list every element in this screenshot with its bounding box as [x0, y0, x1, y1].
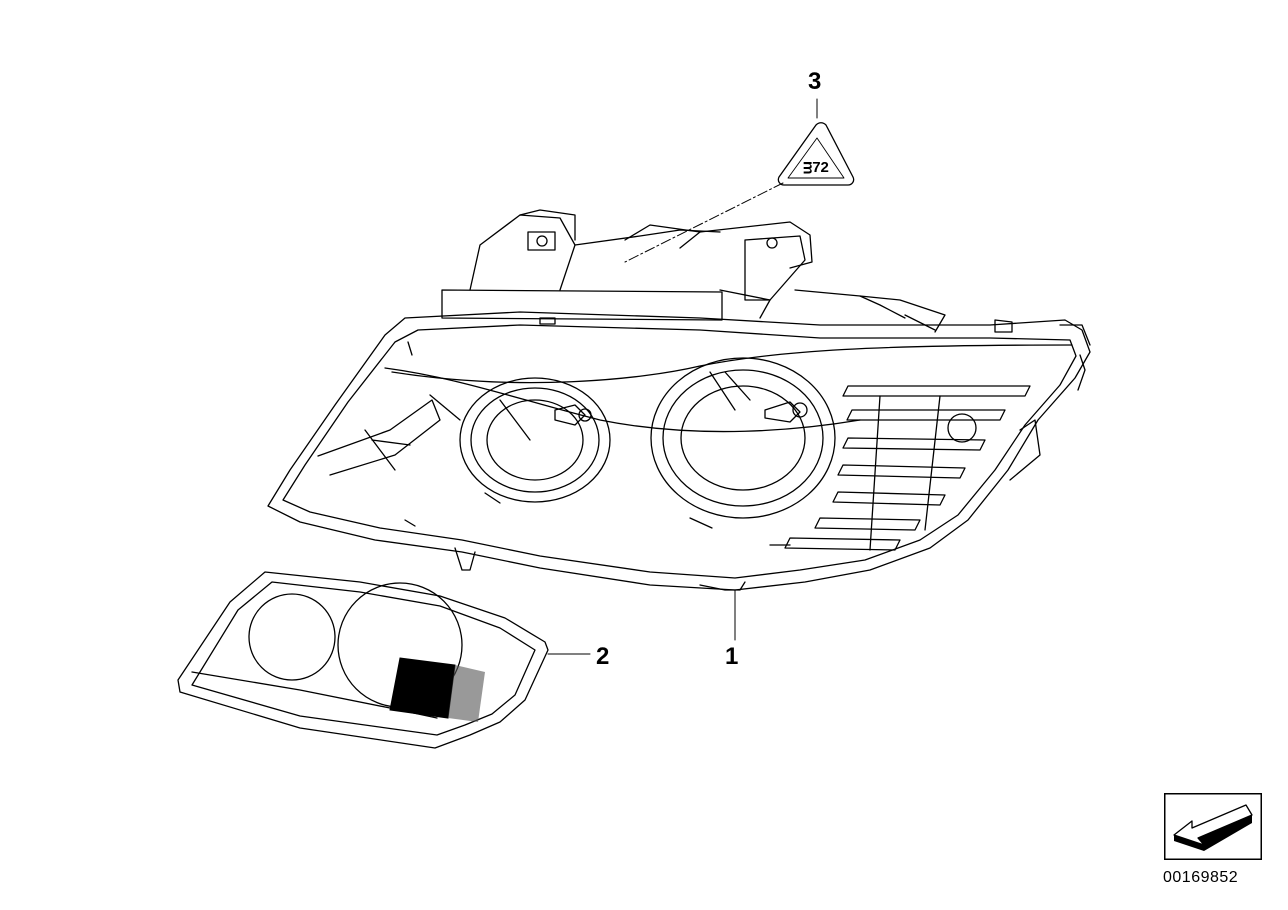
lens-marking-patch — [389, 657, 456, 719]
callout-1: 1 — [725, 643, 739, 670]
diagram-number: 00169852 — [1163, 869, 1239, 886]
warning-label-symbol: ᴟ72 — [803, 159, 829, 176]
callout-2: 2 — [596, 643, 610, 670]
leader-lines — [547, 98, 818, 655]
headlight-assembly — [267, 209, 1091, 591]
warning-label — [777, 122, 855, 186]
orientation-arrow-icon — [1164, 793, 1262, 860]
callout-3: 3 — [808, 68, 822, 95]
cover-lens — [177, 571, 549, 749]
